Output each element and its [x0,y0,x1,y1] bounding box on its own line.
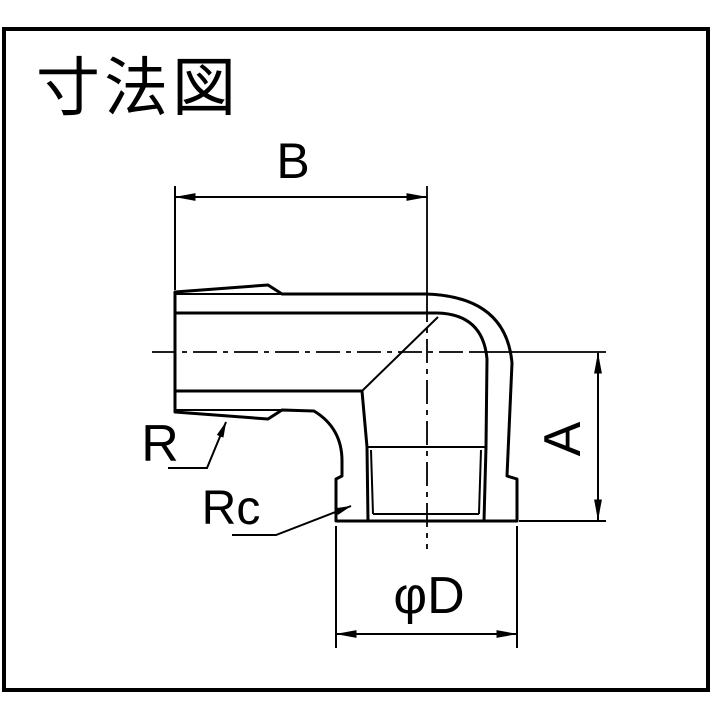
bore-intersection-edge [361,316,439,392]
thread-feature-lines [176,293,486,515]
elbow-fitting-section [152,186,606,549]
dimension-phi-d: φD [335,526,518,648]
r-label: R [141,415,179,473]
rc-leader-arrow [232,505,352,536]
dimension-a: A [519,352,606,522]
fitting-bore-interior [173,311,489,523]
dimension-b: B [174,133,428,290]
drawing-frame-border [2,27,710,692]
centerlines [152,186,606,549]
r-thread-callout: R [141,415,227,473]
dimension-a-label: A [534,421,592,456]
r-leader-arrow [168,421,227,469]
dimension-d-label: φD [393,567,464,625]
page-title: 寸法図 [36,52,240,124]
female-thread-minor-line-right [478,449,482,515]
rc-label: Rc [202,482,261,535]
female-thread-minor-line-left [370,449,374,515]
rc-thread-callout: Rc [202,482,352,536]
dimension-b-label: B [276,133,309,189]
fitting-body-section [173,283,519,523]
